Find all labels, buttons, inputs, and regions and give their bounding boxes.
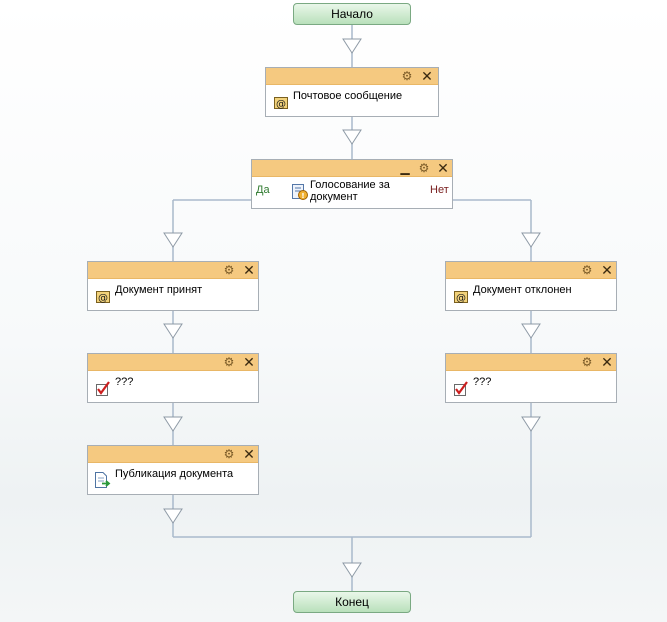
block-label: Публикация документа [115, 468, 234, 480]
gear-icon[interactable]: ⚙ [581, 263, 593, 277]
email-icon: @ [454, 291, 468, 303]
end-node[interactable]: Конец [293, 591, 411, 613]
gear-icon[interactable]: ⚙ [418, 161, 430, 175]
block-header: ⚙ ✕ [88, 446, 258, 463]
checkbox-task-icon [96, 381, 110, 396]
document-accepted-block[interactable]: ⚙ ✕ @ Документ принят [87, 261, 259, 311]
arrow-down-icon [521, 232, 541, 248]
gear-icon[interactable]: ⚙ [581, 355, 593, 369]
close-icon[interactable]: ✕ [601, 354, 613, 370]
block-label: Документ отклонен [473, 284, 572, 296]
close-icon[interactable]: ✕ [601, 262, 613, 278]
svg-text:!: ! [301, 192, 304, 200]
close-icon[interactable]: ✕ [243, 354, 255, 370]
end-label: Конец [335, 595, 369, 609]
publish-document-icon [95, 472, 111, 488]
svg-text:@: @ [276, 99, 286, 109]
gear-icon[interactable]: ⚙ [223, 355, 235, 369]
document-rejected-block[interactable]: ⚙ ✕ @ Документ отклонен [445, 261, 617, 311]
block-label: ??? [473, 376, 492, 388]
vote-icon: ! [292, 184, 308, 200]
gear-icon[interactable]: ⚙ [223, 263, 235, 277]
svg-text:@: @ [456, 293, 466, 303]
arrow-down-icon [163, 323, 183, 339]
arrow-down-icon [163, 232, 183, 248]
close-icon[interactable]: ✕ [243, 446, 255, 462]
task-block-left[interactable]: ⚙ ✕ ??? [87, 353, 259, 403]
task-block-right[interactable]: ⚙ ✕ ??? [445, 353, 617, 403]
checkbox-task-icon [454, 381, 468, 396]
gear-icon[interactable]: ⚙ [401, 69, 413, 83]
svg-text:@: @ [98, 293, 108, 303]
close-icon[interactable]: ✕ [437, 160, 449, 176]
close-icon[interactable]: ✕ [421, 68, 433, 84]
voting-block[interactable]: ▁ ⚙ ✕ Да ! Голосование за документ Нет [251, 159, 453, 209]
publish-document-block[interactable]: ⚙ ✕ Публикация документа [87, 445, 259, 495]
branch-no-label: Нет [430, 184, 449, 196]
block-header: ⚙ ✕ [88, 262, 258, 279]
email-icon: @ [274, 97, 288, 109]
block-label: Голосование за документ [310, 179, 390, 203]
block-label: Почтовое сообщение [293, 90, 403, 102]
arrow-down-icon [163, 416, 183, 432]
email-icon: @ [96, 291, 110, 303]
block-label: Документ принят [115, 284, 203, 296]
arrow-down-icon [342, 129, 362, 145]
arrow-down-icon [342, 562, 362, 578]
block-label: ??? [115, 376, 134, 388]
minimize-icon[interactable]: ▁ [400, 161, 410, 175]
branch-yes-label: Да [256, 184, 270, 196]
arrow-down-icon [521, 416, 541, 432]
block-header: ⚙ ✕ [446, 354, 616, 371]
block-header: ⚙ ✕ [266, 68, 438, 85]
block-header: ⚙ ✕ [446, 262, 616, 279]
block-header: ⚙ ✕ [88, 354, 258, 371]
arrow-down-icon [163, 508, 183, 524]
arrow-down-icon [521, 323, 541, 339]
gear-icon[interactable]: ⚙ [223, 447, 235, 461]
start-node[interactable]: Начало [293, 3, 411, 25]
block-header: ▁ ⚙ ✕ [252, 160, 452, 177]
mail-message-block[interactable]: ⚙ ✕ @ Почтовое сообщение [265, 67, 439, 117]
close-icon[interactable]: ✕ [243, 262, 255, 278]
start-label: Начало [331, 7, 373, 21]
arrow-down-icon [342, 38, 362, 54]
